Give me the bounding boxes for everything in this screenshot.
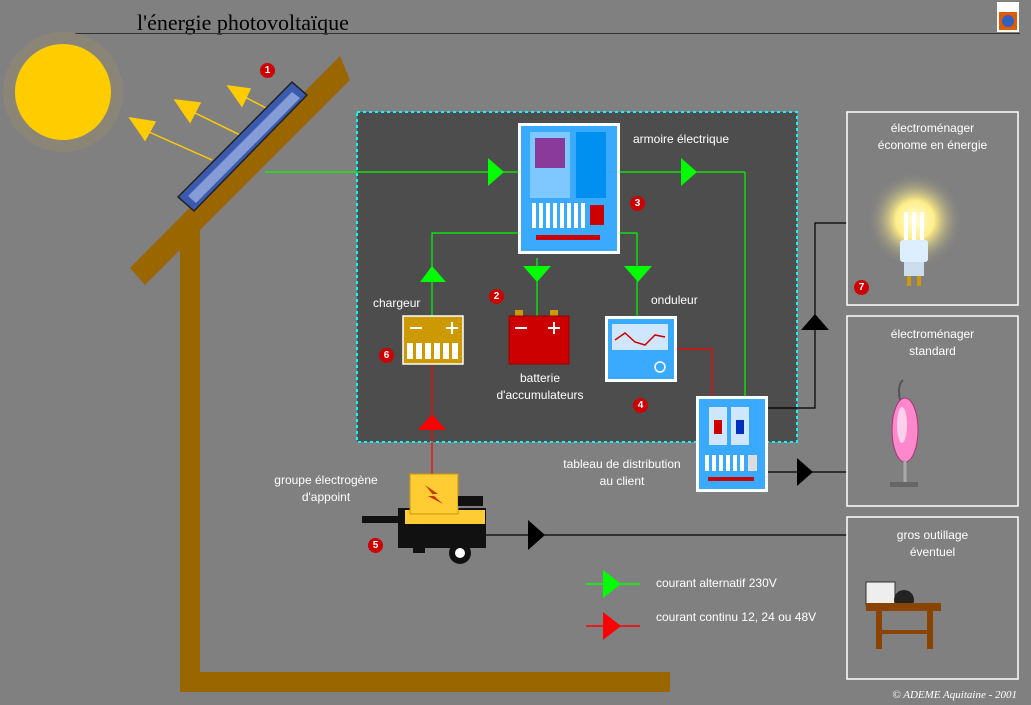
label-groupe-line1: groupe électrogène	[274, 473, 378, 487]
appliance-label-econome: électroménager économe en énergie	[849, 120, 1016, 154]
label-onduleur: onduleur	[651, 293, 698, 307]
appliance-label-outillage-line1: gros outillage	[896, 528, 969, 542]
batterie	[508, 310, 570, 365]
appliance-box-standard	[846, 315, 1019, 507]
ademe-logo	[997, 2, 1019, 32]
sun-rays	[128, 85, 271, 161]
onduleur	[605, 316, 677, 382]
label-batterie-line2: d'accumulateurs	[496, 388, 584, 402]
tableau-distribution	[696, 396, 768, 492]
groupe-electrogene	[362, 473, 486, 564]
label-batterie-line1: batterie	[519, 371, 561, 385]
house-outline	[130, 56, 670, 692]
label-groupe-line2: d'appoint	[301, 490, 351, 504]
vacuum-icon	[890, 379, 919, 487]
appliance-label-outillage-line2: éventuel	[909, 545, 956, 559]
label-groupe: groupe électrogène d'appoint	[264, 472, 388, 506]
label-tableau-line2: au client	[599, 474, 645, 488]
chargeur	[402, 315, 464, 365]
appliance-label-standard: électroménager standard	[849, 326, 1016, 360]
dc-arrow-up	[418, 414, 446, 430]
number-badge-2: 2	[489, 289, 504, 304]
legend-ac-symbol	[586, 570, 640, 598]
appliance-label-standard-line2: standard	[909, 344, 956, 358]
number-badge-7: 7	[854, 280, 869, 295]
appliance-label-econome-line2: économe en énergie	[877, 138, 988, 152]
saw-table-icon	[865, 581, 941, 649]
solar-panel	[176, 80, 309, 213]
armoire-electrique	[518, 123, 620, 254]
title-divider	[75, 33, 1020, 34]
number-badge-6: 6	[379, 348, 394, 363]
legend-dc-label: courant continu 12, 24 ou 48V	[656, 610, 817, 624]
label-tableau-line1: tableau de distribution	[563, 457, 681, 471]
legend-dc-symbol	[586, 612, 640, 640]
sun-icon	[3, 32, 123, 152]
bulb-icon	[867, 172, 963, 286]
label-tableau: tableau de distribution au client	[553, 456, 691, 490]
number-badge-5: 5	[368, 538, 383, 553]
page-title: l'énergie photovoltaïque	[137, 10, 349, 35]
label-armoire: armoire électrique	[633, 132, 730, 146]
ac-arrows	[420, 158, 697, 282]
legend-ac-label: courant alternatif 230V	[656, 576, 777, 590]
number-badge-4: 4	[633, 398, 648, 413]
ac-wiring	[265, 171, 746, 398]
label-chargeur: chargeur	[373, 296, 421, 310]
appliance-label-standard-line1: électroménager	[890, 327, 975, 341]
number-badge-3: 3	[630, 196, 645, 211]
label-batterie: batterie d'accumulateurs	[486, 370, 594, 404]
copyright: © ADEME Aquitaine - 2001	[892, 689, 1017, 701]
appliance-label-outillage: gros outillage éventuel	[849, 527, 1016, 561]
appliance-label-econome-line1: électroménager	[890, 121, 975, 135]
number-badge-1: 1	[260, 63, 275, 78]
output-arrows	[528, 314, 829, 550]
